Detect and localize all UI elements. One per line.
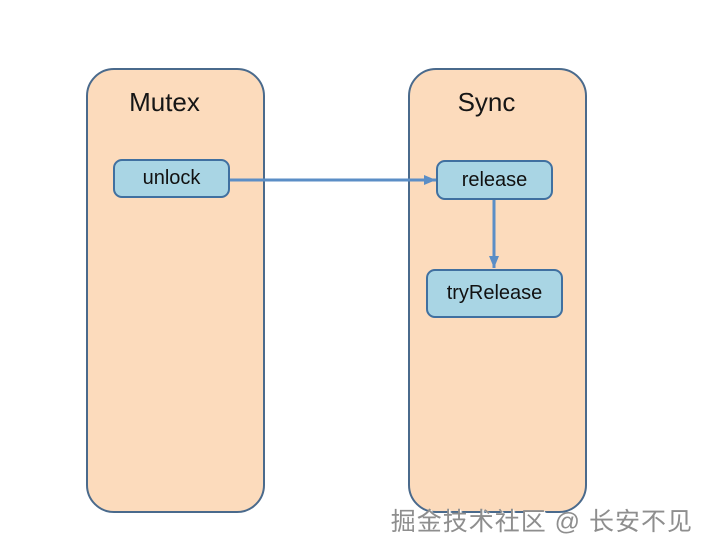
unlock-node: unlock <box>113 159 230 198</box>
release-node: release <box>436 160 553 200</box>
watermark: 掘金技术社区 @ 长安不见 <box>390 508 693 536</box>
sync-title: Sync <box>457 87 516 117</box>
try-release-node: tryRelease <box>426 269 563 318</box>
mutex-container: Mutex <box>86 68 265 513</box>
mutex-title: Mutex <box>129 87 200 117</box>
